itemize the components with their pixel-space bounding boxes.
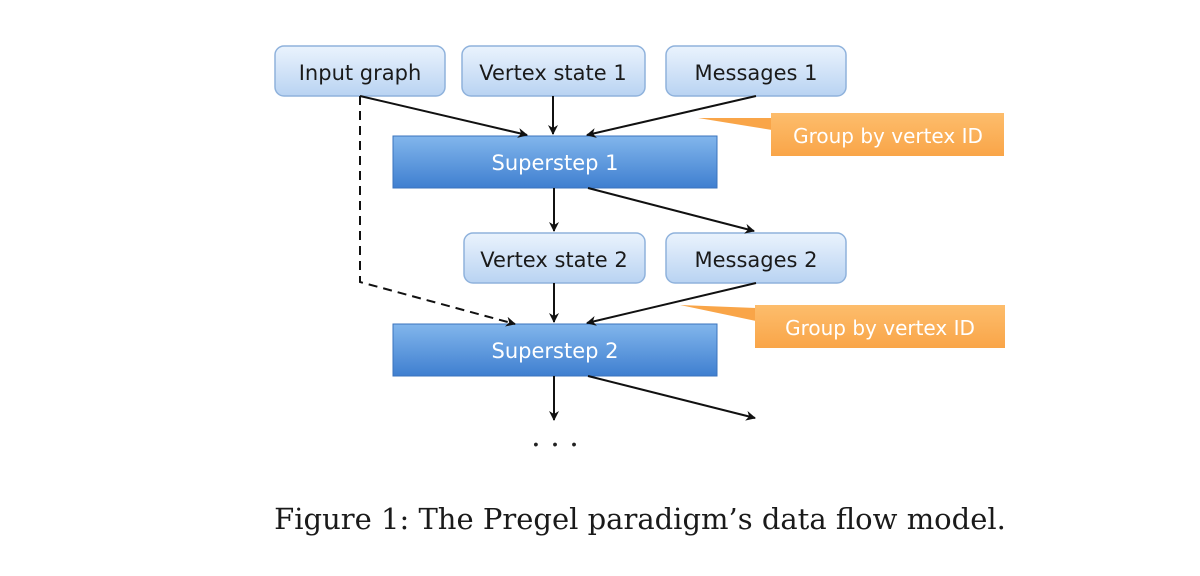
arrow-superstep-2-to-messages (587, 375, 756, 421)
superstep-1-box: Superstep 1 (392, 135, 718, 189)
superstep-2-box: Superstep 2 (392, 323, 718, 377)
arrow-superstep-1-to-messages-2 (587, 187, 755, 234)
figure-caption: Figure 1: The Pregel paradigm’s data flo… (274, 502, 1006, 536)
group-by-callout-1: Group by vertex ID (698, 113, 1004, 156)
messages-2-box: Messages 2 (665, 232, 847, 284)
messages-1-box: Messages 1 (665, 45, 847, 97)
group-by-label-1: Group by vertex ID (793, 124, 983, 148)
input-graph-box: Input graph (274, 45, 446, 97)
dashed-input-to-superstep-2 (359, 96, 516, 327)
messages-2-label: Messages 2 (694, 248, 817, 272)
group-by-label-2: Group by vertex ID (785, 316, 975, 340)
messages-1-label: Messages 1 (694, 61, 817, 85)
arrow-input-to-superstep-1 (359, 95, 528, 138)
superstep-2-label: Superstep 2 (492, 339, 619, 363)
vertex-state-1-label: Vertex state 1 (479, 61, 626, 85)
arrows (359, 95, 757, 421)
vertex-state-2-label: Vertex state 2 (480, 248, 627, 272)
vertex-state-2-box: Vertex state 2 (463, 232, 646, 284)
arrow-messages-1-to-superstep-1 (586, 95, 757, 138)
continuation-ellipsis: . . . (531, 419, 579, 454)
vertex-state-1-box: Vertex state 1 (461, 45, 646, 97)
arrow-messages-2-to-superstep-2 (586, 282, 757, 326)
group-by-callout-2: Group by vertex ID (680, 305, 1005, 348)
input-graph-label: Input graph (299, 61, 422, 85)
superstep-1-label: Superstep 1 (492, 151, 619, 175)
